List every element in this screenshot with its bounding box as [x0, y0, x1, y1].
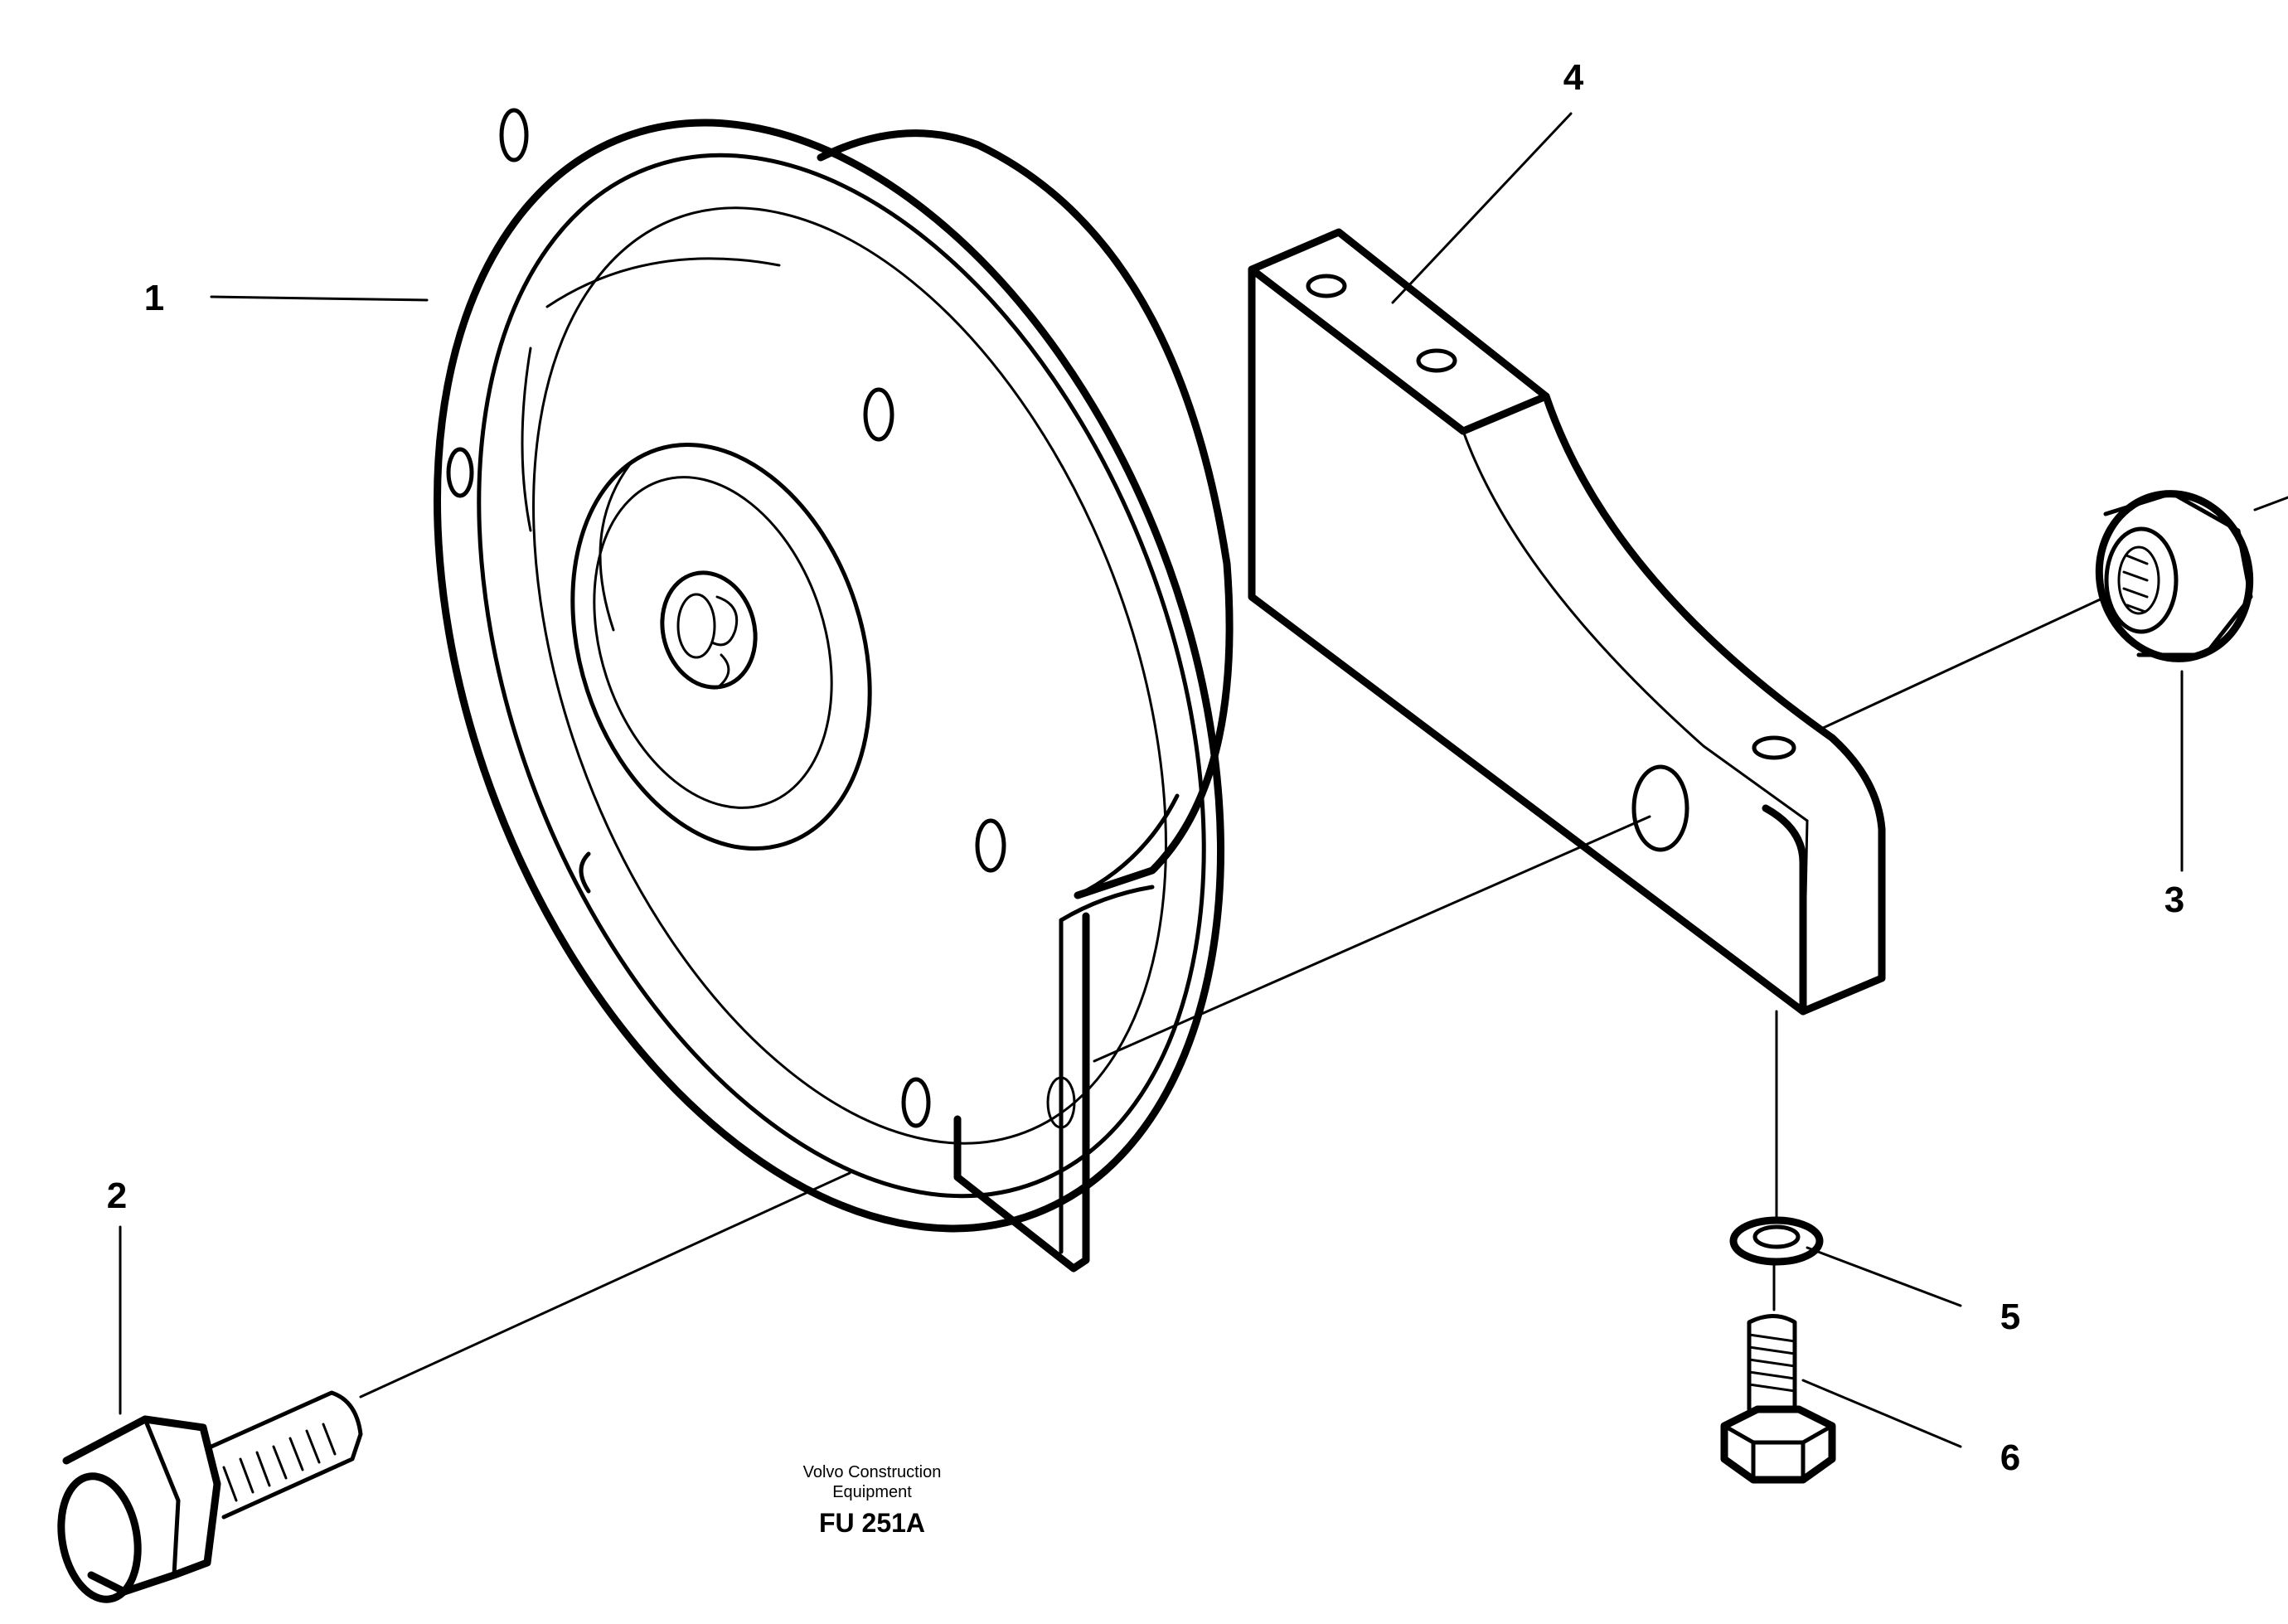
- leader-line-5: [1806, 1246, 1962, 1307]
- figure-code: FU 251A: [819, 1508, 925, 1538]
- bracket-part: [1248, 228, 1886, 1016]
- callout-2: 2: [107, 1176, 127, 1216]
- diagram-caption: Volvo Construction Equipment FU 251A: [803, 1463, 942, 1538]
- screw-part-6: [1720, 1314, 1836, 1484]
- caption-line-2: Equipment: [832, 1483, 912, 1501]
- caption-line-1: Volvo Construction: [803, 1463, 942, 1481]
- callout-3: 3: [2164, 880, 2184, 920]
- callout-5: 5: [2000, 1297, 2020, 1337]
- leader-line-4: [1391, 112, 1573, 304]
- callout-6: 6: [2000, 1437, 2020, 1478]
- leader-line-6: [1801, 1379, 1962, 1448]
- leader-lines: [119, 112, 2184, 1448]
- assembly-axis-lines: [359, 496, 2288, 1399]
- callout-1: 1: [144, 278, 164, 318]
- horn-part: [434, 108, 1234, 1273]
- callout-numbers: 1 2 3 4 5 6: [107, 57, 2184, 1478]
- nut-part: [2095, 490, 2254, 662]
- screw-part-2: [57, 1390, 363, 1603]
- callout-4: 4: [1563, 57, 1584, 98]
- leader-line-1: [210, 295, 429, 302]
- washer-part: [1729, 1216, 1824, 1266]
